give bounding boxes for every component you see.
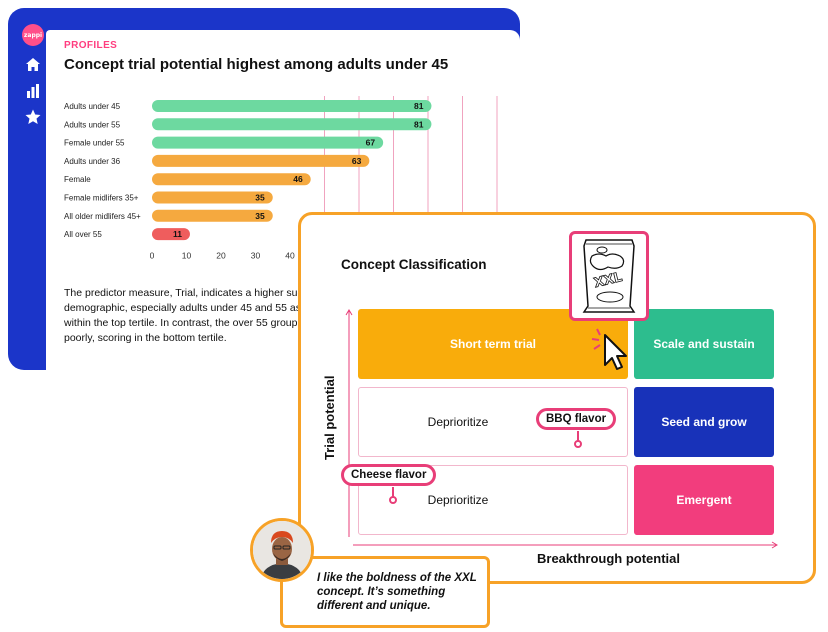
star-icon[interactable] — [24, 108, 42, 126]
cheese-flavor-tag[interactable]: Cheese flavor — [341, 464, 437, 486]
home-icon[interactable] — [24, 56, 42, 74]
classification-title: Concept Classification — [341, 257, 487, 272]
bbq-pin[interactable] — [574, 440, 582, 448]
bar — [152, 118, 432, 131]
bar — [152, 100, 432, 112]
bar — [152, 228, 190, 241]
predictor-description: The predictor measure, Trial, indicates … — [64, 286, 504, 346]
bar-value-label: 11 — [173, 229, 182, 239]
section-label: PROFILES — [64, 40, 118, 51]
quote-bubble: I like the boldness of the XXL concept. … — [280, 556, 490, 628]
page-title: Concept trial potential highest among ad… — [64, 56, 449, 73]
category-label: Adults under 45 — [64, 102, 121, 111]
cheese-pin-stem — [392, 487, 394, 499]
x-tick-label: 40 — [285, 250, 295, 260]
bar-value-label: 67 — [366, 138, 376, 148]
category-label: All older midlifers 45+ — [64, 212, 141, 221]
bar-value-label: 81 — [414, 119, 424, 129]
description-line: The predictor measure, Trial, indicates … — [64, 287, 303, 299]
x-tick-label: 20 — [216, 250, 226, 260]
cell-emergent[interactable]: Emergent — [634, 465, 774, 535]
x-tick-label: 10 — [182, 250, 192, 260]
bar-value-label: 46 — [293, 174, 303, 184]
bbq-flavor-tag[interactable]: BBQ flavor — [536, 408, 617, 430]
bar-value-label: 35 — [255, 211, 265, 221]
classification-axes — [345, 309, 778, 549]
bar — [152, 154, 370, 167]
description-line: within the top tertile. In contrast, the… — [64, 317, 298, 329]
chips-bag-icon: XXL — [582, 239, 636, 313]
bar — [152, 209, 273, 222]
cell-seed-and-grow[interactable]: Seed and grow — [634, 387, 774, 457]
bar — [152, 136, 384, 149]
cell-label: Deprioritize — [427, 493, 489, 507]
bar — [152, 173, 311, 186]
quote-text: I like the boldness of the XXL concept. … — [317, 572, 477, 612]
brand-logo[interactable]: zappi — [22, 24, 44, 46]
category-label: Female under 55 — [64, 139, 125, 148]
mouse-pointer-icon — [591, 328, 627, 370]
cell-label: Deprioritize — [427, 415, 489, 429]
bar — [152, 191, 273, 204]
category-label: Female midlifers 35+ — [64, 194, 139, 203]
cell-scale-and-sustain[interactable]: Scale and sustain — [634, 309, 774, 379]
x-tick-label: 0 — [150, 250, 155, 260]
profiles-window-frame: zappi PROFILES Concept trial potential h… — [8, 8, 520, 376]
y-axis-label: Trial potential — [322, 375, 337, 460]
bar-value-label: 81 — [414, 101, 424, 111]
bar-value-label: 35 — [255, 193, 265, 203]
category-label: Female — [64, 175, 91, 184]
category-label: Adults under 55 — [64, 120, 121, 129]
avatar — [250, 518, 314, 582]
x-tick-label: 30 — [251, 250, 261, 260]
category-label: Adults under 36 — [64, 157, 121, 166]
bar-value-label: 63 — [352, 156, 362, 166]
bbq-pin-stem — [577, 431, 579, 443]
description-line: poorly, scoring in the bottom tertile. — [64, 332, 227, 344]
concept-classification-card: Concept Classification Trial potential B… — [298, 212, 816, 584]
category-label: All over 55 — [64, 230, 102, 239]
cheese-pin[interactable] — [389, 496, 397, 504]
description-line: demographic, especially adults under 45 … — [64, 302, 301, 314]
x-axis-label: Breakthrough potential — [537, 551, 681, 566]
product-image-card[interactable]: XXL — [569, 231, 649, 321]
product-label: XXL — [593, 270, 624, 291]
bar-chart-icon[interactable] — [24, 82, 42, 100]
person-avatar-icon — [253, 521, 311, 579]
